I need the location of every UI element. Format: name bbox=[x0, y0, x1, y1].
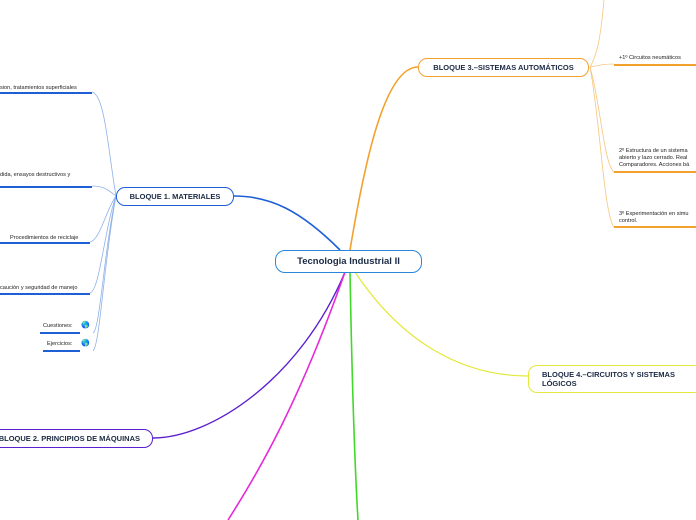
b1-leaf-seguridad[interactable]: cauciòn y seguridad de manejo bbox=[0, 285, 78, 291]
branch-bloque-4-label-line1: BLOQUE 4.–CIRCUITOS Y SISTEMAS bbox=[542, 370, 675, 379]
branch-bloque-1[interactable]: BLOQUE 1. MATERIALES bbox=[116, 187, 234, 206]
b1-leaf-ejercicios[interactable]: Ejercicios: bbox=[47, 341, 73, 347]
branch-bloque-1-label: BLOQUE 1. MATERIALES bbox=[129, 192, 221, 201]
b3-leaf-estructura-line1: 2º Estructura de un sistema bbox=[619, 148, 688, 154]
edge-central-b5 bbox=[227, 271, 346, 520]
b3-leaf-estructura-line2: abierto y lazo cerrado. Real bbox=[619, 155, 688, 161]
edge-b3-l1 bbox=[589, 63, 615, 68]
b1-leaf-ejercicios-underline bbox=[43, 350, 80, 352]
b1-leaf-cuestiones-underline bbox=[40, 332, 80, 334]
b3-leaf-experimentacion-line1: 3º Experimentación en simu bbox=[619, 211, 689, 217]
edge-b3-top bbox=[589, 0, 605, 68]
b3-leaf-experimentacion[interactable]: 3º Experimentación en simu control. bbox=[619, 211, 689, 225]
edge-b3-l3 bbox=[589, 66, 615, 228]
edge-b1-l1 bbox=[91, 91, 117, 197]
b1-leaf-ensayos[interactable]: dida, ensayos destructivos y bbox=[0, 172, 71, 178]
edge-b1-l4 bbox=[89, 195, 117, 294]
edge-central-b6 bbox=[349, 271, 359, 520]
branch-bloque-4-label-line2: LÓGICOS bbox=[542, 379, 577, 388]
b3-leaf-estructura-underline bbox=[614, 171, 696, 173]
edge-b1-l2 bbox=[91, 185, 117, 197]
b1-leaf-tratamientos-underline bbox=[0, 92, 92, 94]
edge-central-b2 bbox=[152, 271, 346, 439]
b1-leaf-seguridad-underline bbox=[0, 293, 90, 295]
b1-leaf-tratamientos[interactable]: sion, tratamientos superficiales bbox=[0, 85, 77, 91]
globe-icon[interactable]: 🌎 bbox=[81, 340, 90, 347]
edge-central-b4 bbox=[354, 271, 529, 377]
branch-bloque-2[interactable]: BLOQUE 2. PRINCIPIOS DE MÁQUINAS bbox=[0, 429, 153, 448]
b1-leaf-reciclaje-underline bbox=[0, 242, 90, 244]
b3-leaf-experimentacion-underline bbox=[614, 226, 696, 228]
branch-bloque-3-label: BLOQUE 3.–SISTEMAS AUTOMÁTICOS bbox=[433, 63, 574, 72]
b3-leaf-circuitos-neumaticos[interactable]: +1º Circuitos neumáticos bbox=[619, 55, 681, 61]
b3-leaf-circuitos-underline bbox=[614, 64, 696, 66]
b3-leaf-estructura-line3: Comparadores. Acciones bá bbox=[619, 162, 690, 168]
b1-leaf-reciclaje[interactable]: Procedimientos de reciclaje bbox=[10, 235, 79, 241]
b3-leaf-experimentacion-line2: control. bbox=[619, 218, 638, 224]
edge-central-b3 bbox=[349, 66, 419, 251]
central-topic-label: Tecnologia Industrial II bbox=[297, 256, 400, 267]
b1-leaf-cuestiones[interactable]: Cuestiones: bbox=[43, 323, 73, 329]
central-topic[interactable]: Tecnologia Industrial II bbox=[275, 250, 422, 273]
globe-icon[interactable]: 🌎 bbox=[81, 322, 90, 329]
edge-b1-l5 bbox=[92, 195, 117, 334]
branch-bloque-2-label: BLOQUE 2. PRINCIPIOS DE MÁQUINAS bbox=[0, 434, 140, 443]
edge-b3-l2 bbox=[589, 66, 615, 173]
b1-leaf-ensayos-underline bbox=[0, 186, 92, 188]
branch-bloque-3[interactable]: BLOQUE 3.–SISTEMAS AUTOMÁTICOS bbox=[418, 58, 589, 77]
branch-bloque-4[interactable]: BLOQUE 4.–CIRCUITOS Y SISTEMAS LÓGICOS bbox=[528, 365, 696, 393]
edge-b1-l3 bbox=[89, 195, 117, 243]
edge-central-b1 bbox=[233, 195, 341, 251]
edge-b1-l6 bbox=[92, 195, 117, 352]
b3-leaf-estructura[interactable]: 2º Estructura de un sistema abierto y la… bbox=[619, 148, 689, 169]
branch-bloque-4-text: BLOQUE 4.–CIRCUITOS Y SISTEMAS LÓGICOS bbox=[542, 370, 675, 388]
